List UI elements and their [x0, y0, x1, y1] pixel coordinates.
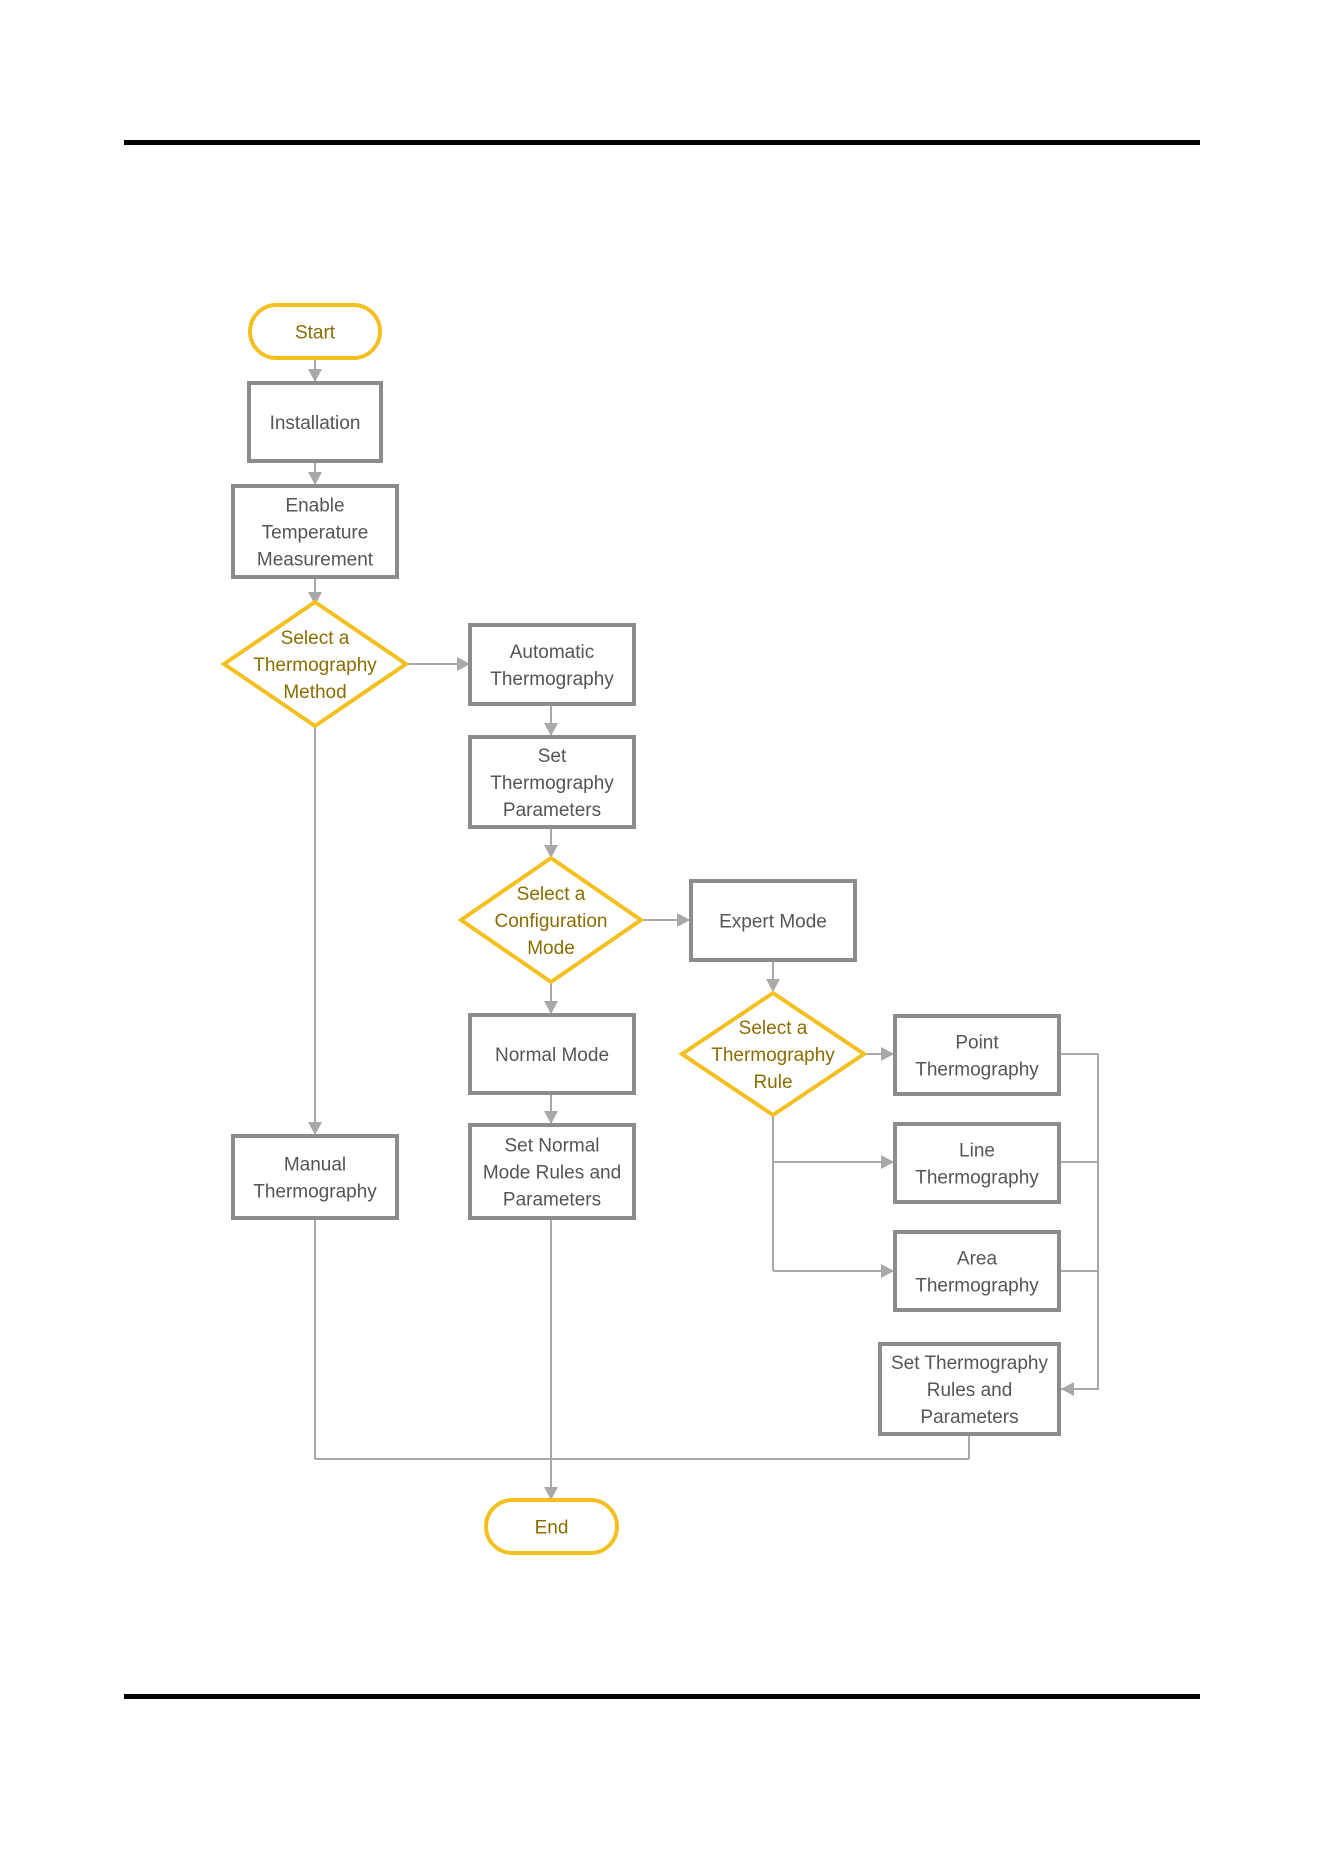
arrow-setnormal-end-arrowhead: [544, 1487, 558, 1500]
select-rule-decision-shape: [678, 990, 868, 1118]
set-rules-box-shape: [878, 1342, 1061, 1436]
arrow-installation-enable-arrowhead: [308, 472, 322, 485]
end-node-label: End: [535, 1518, 569, 1539]
installation-box-shape: [247, 381, 383, 463]
expert-mode-box: Expert Mode: [689, 879, 857, 962]
arrow-normal-setnormal-arrowhead: [544, 1111, 558, 1124]
normal-mode-box: Normal Mode: [468, 1013, 636, 1095]
select-config-decision-shape: [457, 855, 645, 985]
arrow-enable-method-arrowhead: [308, 592, 322, 605]
arrow-automatic-setparams-arrowhead: [544, 723, 558, 736]
arrow-rule-line-arrowhead: [881, 1155, 894, 1169]
arrow-start-installation-arrowhead: [308, 369, 322, 382]
arrow-merge-setrules-arrowhead: [1061, 1382, 1074, 1396]
expert-mode-box-shape: [689, 879, 857, 962]
area-box-shape: [893, 1230, 1061, 1312]
set-normal-box-shape: [468, 1123, 636, 1220]
arrow-rule-point-arrowhead: [881, 1047, 894, 1061]
end-node-shape: [484, 1498, 619, 1555]
arrow-config-expert-arrowhead: [677, 913, 690, 927]
connectors: [308, 358, 1099, 1500]
enable-temp-box-shape: [231, 484, 399, 579]
point-box-shape: [893, 1014, 1061, 1096]
select-method-decision-shape: [220, 599, 410, 729]
footer-rule: [124, 1694, 1200, 1699]
automatic-box-shape: [468, 623, 636, 706]
normal-mode-box-shape: [468, 1013, 636, 1095]
start-node-shape: [248, 303, 382, 360]
arrow-method-manual-arrowhead: [308, 1122, 322, 1135]
header-rule: [124, 140, 1200, 145]
expert-mode-box-label: Expert Mode: [719, 912, 827, 933]
normal-mode-box-label: Normal Mode: [495, 1045, 609, 1066]
start-node: Start: [248, 303, 382, 360]
arrow-rule-area-arrowhead: [881, 1264, 894, 1278]
arrow-config-normal-arrowhead: [544, 1001, 558, 1014]
arrow-expert-rule-arrowhead: [766, 979, 780, 992]
arrow-setparams-config-arrowhead: [544, 845, 558, 858]
manual-box-shape: [231, 1134, 399, 1220]
start-node-label: Start: [295, 323, 336, 344]
line-box-shape: [893, 1122, 1061, 1204]
arrow-method-automatic-arrowhead: [457, 657, 470, 671]
arrow-merge-setrules: [1061, 1054, 1099, 1390]
installation-box-label: Installation: [270, 413, 361, 434]
set-params-box-shape: [468, 735, 636, 829]
end-node: End: [484, 1498, 619, 1555]
installation-box: Installation: [247, 381, 383, 463]
